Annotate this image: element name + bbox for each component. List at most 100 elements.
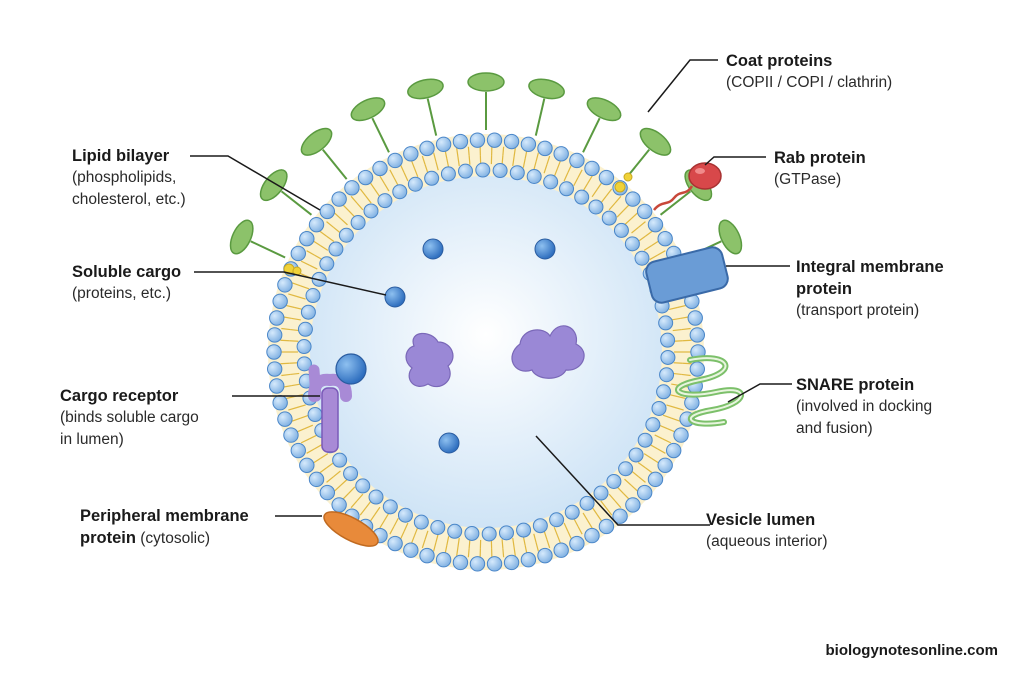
lipid-head <box>553 146 569 162</box>
lipid-head <box>435 552 452 568</box>
lipid-tail <box>649 254 658 261</box>
lipid-head <box>377 193 393 209</box>
coat-protein-unit <box>407 78 444 100</box>
lipid-head <box>331 497 347 513</box>
lipid-tail <box>608 493 616 502</box>
lipid-head <box>272 395 288 411</box>
lipid-head <box>319 484 336 501</box>
lipid-tail <box>293 306 304 311</box>
integral-membrane-protein <box>645 246 729 304</box>
lipid-head <box>269 310 285 326</box>
lipid-head <box>636 484 653 501</box>
lipid-head <box>486 556 503 572</box>
soluble-title: Soluble cargo <box>72 263 182 281</box>
lipid-head <box>509 165 525 181</box>
lipid-tail <box>326 462 335 469</box>
lipid-head <box>392 184 408 200</box>
label-coat-proteins: Coat proteins (COPII / COPI / clathrin) <box>726 50 892 94</box>
lipid-tail <box>654 434 664 440</box>
lipid-tail <box>348 486 356 494</box>
receptor-title: Cargo receptor <box>60 387 179 405</box>
lipid-head <box>277 277 293 293</box>
lipid-head <box>492 163 508 179</box>
lipid-head <box>343 466 359 482</box>
lipid-tail <box>374 506 381 515</box>
soluble-desc: (proteins, etc.) <box>72 285 172 302</box>
label-integral-membrane-protein: Integral membrane protein (transport pro… <box>796 256 944 322</box>
lipid-head <box>331 191 347 207</box>
lipid-tail <box>424 530 429 540</box>
lipid-tail <box>673 362 683 364</box>
lipid-head <box>601 210 617 226</box>
lipid-head <box>397 507 413 523</box>
snare-desc-2: and fusion) <box>796 420 873 437</box>
lipid-head <box>624 236 640 252</box>
lipid-tail <box>457 156 460 166</box>
lipid-tail <box>671 317 681 321</box>
lipid-tail <box>435 161 439 171</box>
lipid-tail <box>379 175 385 184</box>
lipid-tail <box>326 235 335 242</box>
lipid-head <box>266 344 282 360</box>
lumen-desc: (aqueous interior) <box>706 533 828 550</box>
leader-coat <box>647 59 718 113</box>
lipid-tail <box>608 202 616 211</box>
lipid-head <box>498 525 514 541</box>
coat-protein-unit <box>467 72 505 92</box>
lipid-head <box>606 473 622 489</box>
lipid-tail <box>289 362 299 364</box>
lipid-head <box>636 203 653 220</box>
lipid-tail <box>281 327 291 331</box>
lipid-head <box>440 166 456 182</box>
lipid-tail <box>645 467 654 474</box>
coat-protein-unit <box>350 97 386 122</box>
lipid-tail <box>308 434 318 440</box>
snare-desc-1: (involved in docking <box>796 398 933 415</box>
lipid-tail <box>573 177 579 187</box>
lumen-title: Vesicle lumen <box>706 511 816 529</box>
lipid-head <box>656 384 672 400</box>
lipid-tail <box>502 548 505 558</box>
lipid-title: Lipid bilayer <box>72 147 170 165</box>
lipid-tail <box>356 202 364 211</box>
lipid-tail <box>567 530 573 540</box>
coat-protein-unit <box>639 127 672 156</box>
lipid-tail <box>681 327 691 331</box>
lipid-tail <box>421 155 426 165</box>
lipid-head <box>387 152 403 169</box>
lipid-tail <box>340 218 348 226</box>
lipid-tail <box>340 478 348 486</box>
lipid-head <box>549 512 565 528</box>
lipid-head <box>520 552 537 568</box>
label-peripheral-membrane-protein: Peripheral membrane protein (cytosolic) <box>80 505 249 550</box>
lipid-tail <box>296 404 306 409</box>
lipid-tail <box>677 396 687 400</box>
lipid-head <box>296 356 312 372</box>
lipid-head <box>368 489 384 505</box>
lipid-tail <box>288 293 298 298</box>
lipid-head <box>673 427 689 443</box>
lipid-tail <box>359 507 367 516</box>
lipid-tail <box>359 188 367 197</box>
lipid-head <box>647 216 664 233</box>
lipid-tail <box>326 476 334 483</box>
lipid-tail <box>680 316 690 319</box>
lipid-tail <box>383 512 390 522</box>
lipid-tail <box>456 546 459 556</box>
lipid-head <box>435 136 452 152</box>
lipid-tail <box>365 195 372 204</box>
lipid-tail <box>682 362 692 365</box>
lipid-tail <box>435 533 439 543</box>
lipid-tail <box>399 164 405 174</box>
lipid-tail <box>672 328 682 332</box>
lipid-tail <box>630 484 639 492</box>
lipid-head <box>618 461 634 477</box>
coat-protein-unit <box>259 169 288 202</box>
lipid-tail <box>306 448 315 454</box>
lipid-head <box>569 152 585 169</box>
lipid-tail <box>288 406 298 411</box>
lipid-head <box>413 514 429 530</box>
lipid-head <box>651 400 667 416</box>
lipid-tail <box>413 526 419 536</box>
coat-stem <box>250 240 286 259</box>
